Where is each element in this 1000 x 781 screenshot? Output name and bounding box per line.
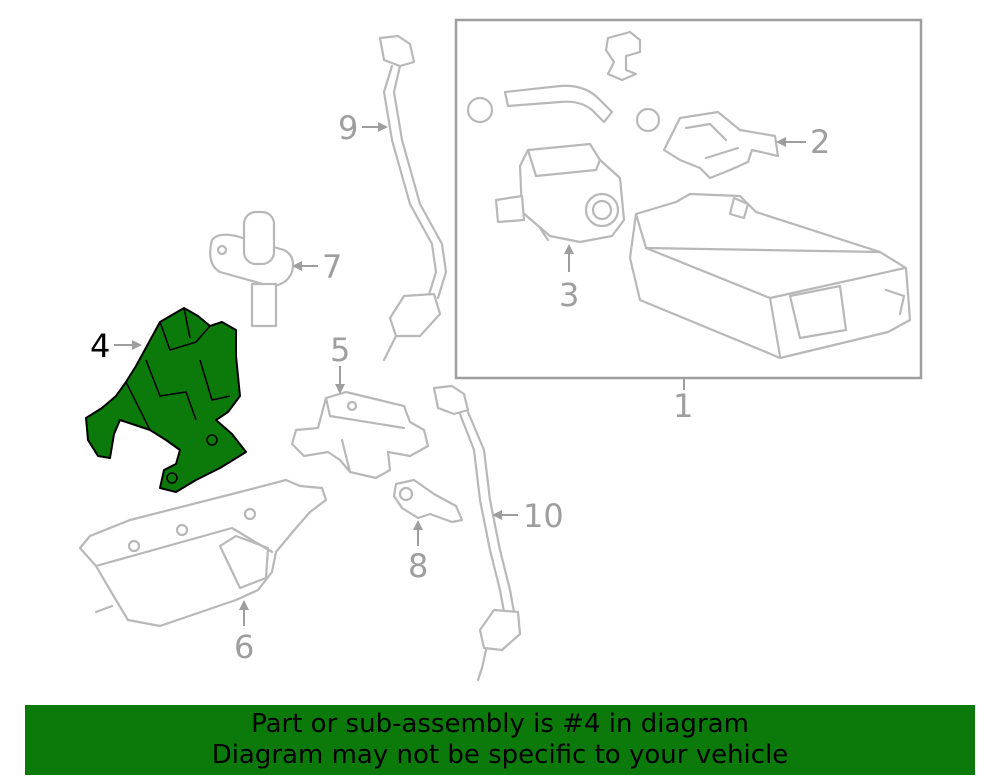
part-8-sensor bbox=[392, 478, 464, 524]
callout-7: 7 bbox=[322, 248, 342, 286]
part-6-cover bbox=[78, 478, 328, 628]
callout-2: 2 bbox=[810, 123, 830, 161]
parts-diagram: 1 2 3 4 5 6 7 8 9 10 bbox=[78, 18, 923, 682]
callout-9: 9 bbox=[338, 109, 358, 147]
part-2-bracket bbox=[662, 110, 780, 180]
callout-6: 6 bbox=[234, 628, 254, 666]
part-10-sensor bbox=[432, 384, 522, 682]
part-7-sensor bbox=[209, 210, 295, 328]
banner-line-disclaimer: Diagram may not be specific to your vehi… bbox=[211, 740, 789, 770]
clip-part bbox=[604, 30, 642, 82]
hose-part bbox=[466, 84, 661, 133]
callout-1: 1 bbox=[673, 387, 693, 425]
part-9-sensor bbox=[378, 34, 448, 362]
part-3-valve bbox=[494, 142, 626, 244]
callout-8: 8 bbox=[408, 547, 428, 585]
assembly-1-frame bbox=[454, 18, 923, 380]
part-5-valve bbox=[290, 390, 430, 480]
leader-lines bbox=[114, 122, 806, 626]
banner-line-part: Part or sub-assembly is #4 in diagram bbox=[251, 709, 749, 739]
callout-3: 3 bbox=[559, 276, 579, 314]
callout-10: 10 bbox=[523, 497, 564, 535]
part-4-highlighted-assembly bbox=[85, 307, 247, 493]
callout-4: 4 bbox=[90, 327, 110, 365]
part-info-banner: Part or sub-assembly is #4 in diagram Di… bbox=[25, 705, 975, 775]
callout-5: 5 bbox=[330, 331, 350, 369]
part-1-canister bbox=[628, 192, 912, 360]
